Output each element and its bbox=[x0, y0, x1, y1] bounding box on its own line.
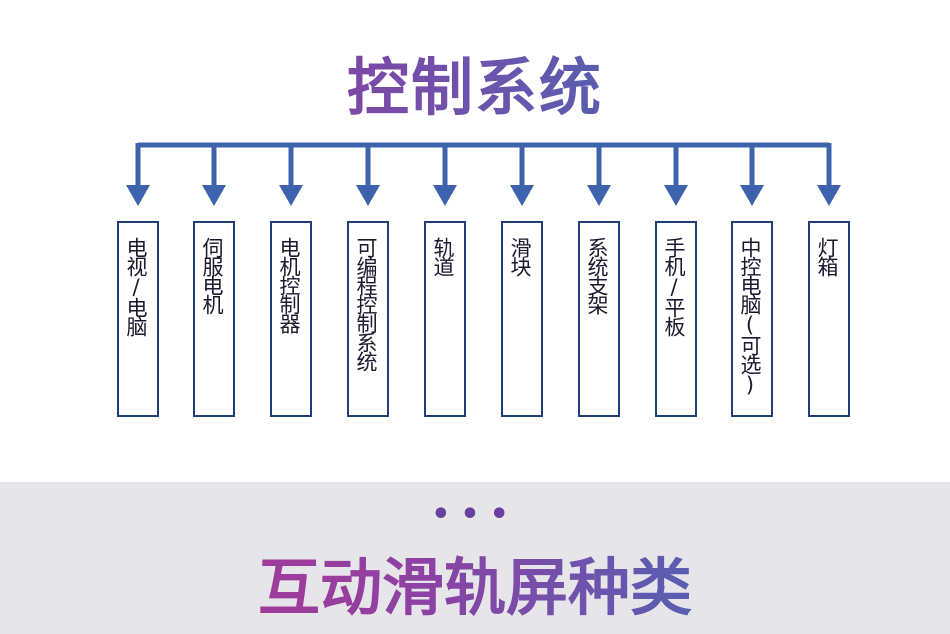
arrow-head bbox=[740, 185, 764, 206]
node-label: 滑块 bbox=[508, 237, 532, 275]
node-label: 伺服电机 bbox=[200, 237, 224, 313]
arrow-head bbox=[356, 185, 380, 206]
section-title: 互动滑轨屏种类 bbox=[0, 548, 950, 628]
arrow-head bbox=[510, 185, 534, 206]
arrow-head bbox=[664, 185, 688, 206]
node-box: 可编程控制系统 bbox=[347, 221, 389, 417]
arrow-head bbox=[817, 185, 841, 206]
diagram-title: 控制系统 bbox=[0, 48, 950, 128]
node-label: 可编程控制系统 bbox=[354, 237, 378, 370]
footer-band bbox=[0, 482, 950, 634]
node-label: 电机控制器 bbox=[277, 237, 301, 332]
arrow-head bbox=[126, 185, 150, 206]
node-box: 滑块 bbox=[501, 221, 543, 417]
node-label: 中控电脑(可选) bbox=[738, 237, 762, 395]
node-box: 手机/平板 bbox=[655, 221, 697, 417]
node-box: 电机控制器 bbox=[270, 221, 312, 417]
node-box: 中控电脑(可选) bbox=[731, 221, 773, 417]
connector-arrows bbox=[126, 142, 841, 206]
node-label: 系统支架 bbox=[585, 237, 609, 313]
node-box: 伺服电机 bbox=[193, 221, 235, 417]
node-label: 灯箱 bbox=[815, 237, 839, 275]
node-box: 灯箱 bbox=[808, 221, 850, 417]
arrow-head bbox=[279, 185, 303, 206]
node-box: 电视/电脑 bbox=[117, 221, 159, 417]
node-box: 轨道 bbox=[424, 221, 466, 417]
arrow-head bbox=[202, 185, 226, 206]
node-label: 电视/电脑 bbox=[124, 237, 148, 335]
arrow-head bbox=[433, 185, 457, 206]
arrow-head bbox=[587, 185, 611, 206]
node-label: 轨道 bbox=[431, 237, 455, 275]
node-box: 系统支架 bbox=[578, 221, 620, 417]
ellipsis-dots: ••• bbox=[431, 497, 519, 532]
node-label: 手机/平板 bbox=[662, 237, 686, 335]
